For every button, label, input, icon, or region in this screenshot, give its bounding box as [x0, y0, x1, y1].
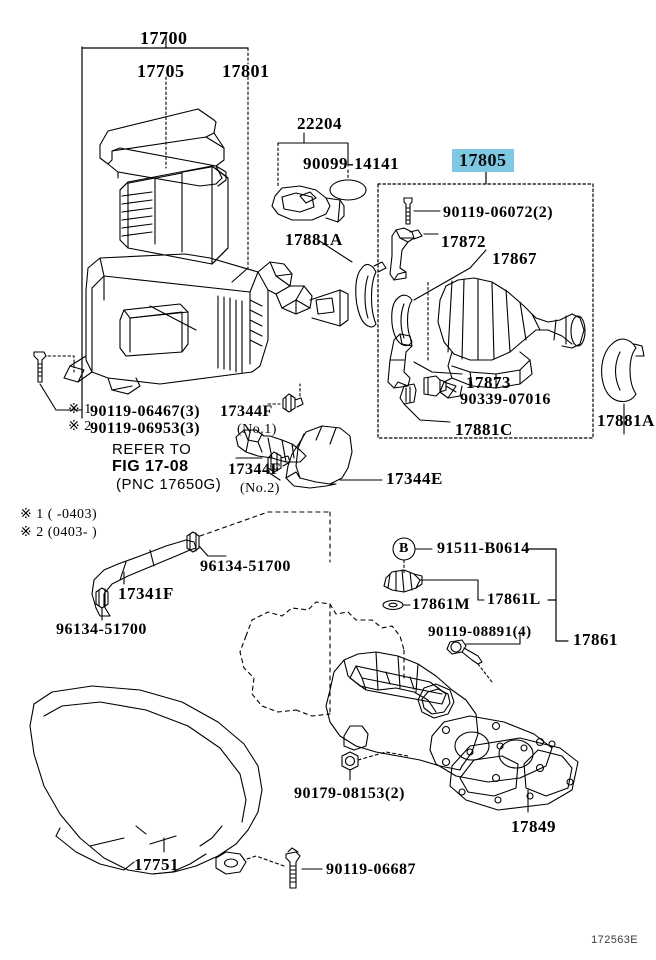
note-refer-line3: (PNC 17650G) [116, 476, 222, 493]
dash-outline-engine [199, 511, 405, 717]
label-17861: 17861 [573, 630, 618, 649]
label-17861L: 17861L [487, 591, 541, 608]
label-90099-14141: 90099-14141 [303, 154, 400, 173]
label-17705: 17705 [137, 61, 185, 81]
air-hose-17867 [437, 277, 586, 361]
footer-code: 172563E [591, 934, 638, 946]
bracket-17861 [527, 548, 569, 642]
label-17872: 17872 [441, 232, 486, 251]
label-17344F-no2: 17344F [228, 461, 281, 478]
bracket-17700 [81, 35, 249, 419]
gasket-17861M [382, 599, 404, 611]
note-refer-line2: FIG 17-08 [112, 458, 189, 475]
label-mark1-screw: ※ 1 [68, 402, 92, 417]
label-17849: 17849 [511, 817, 556, 836]
label-90119-06072: 90119-06072(2) [443, 204, 554, 221]
label-90339-07016: 90339-07016 [460, 391, 551, 408]
clamp-17344F-no1 [282, 393, 304, 413]
leader-17344F-2 [267, 471, 281, 481]
dash-08891 [477, 663, 493, 683]
label-17700: 17700 [140, 28, 188, 48]
label-17801: 17801 [222, 61, 270, 81]
bracket-17872 [389, 227, 423, 281]
label-17344F-no2-sub: (No.2) [240, 481, 280, 496]
case-outlet-neck [257, 261, 349, 327]
leader-17881A-left [317, 239, 353, 263]
label-17867: 17867 [492, 249, 537, 268]
label-90119-06687: 90119-06687 [326, 861, 416, 878]
screw-90119-06687 [285, 847, 301, 889]
oring-90099-14141 [329, 179, 367, 201]
leader-96134-top [198, 545, 227, 557]
label-mark2-screw: ※ 2 [68, 419, 92, 434]
label-17881C: 17881C [455, 420, 513, 439]
highlighted-part-17805[interactable]: 17805 [452, 149, 514, 172]
leader-17873 [413, 361, 463, 375]
leader-90119-08891-line [465, 633, 521, 645]
label-17344E: 17344E [386, 469, 443, 488]
label-17881A-right: 17881A [597, 411, 655, 430]
hose-17344E [285, 425, 353, 489]
clamp-17344F-no2 [267, 451, 291, 473]
bolt-90119-06072 [403, 197, 413, 225]
label-91511-B0614: 91511-B0614 [437, 540, 530, 557]
label-90119-06467: 90119-06467(3) [90, 403, 201, 420]
label-17873: 17873 [466, 373, 511, 392]
bracket-22204 [277, 132, 349, 187]
dash-screw [47, 355, 75, 373]
note-refer-line1: REFER TO [112, 441, 192, 458]
leader-17861L-top [419, 579, 479, 601]
leader-17867 [413, 249, 487, 301]
screw-90119-06467 [33, 351, 47, 383]
label-17341F: 17341F [118, 584, 174, 603]
leader-17881C [403, 403, 451, 423]
clamp-inner [391, 294, 413, 347]
dash-06687 [243, 855, 285, 867]
label-17344F-no1-sub: (No.1) [237, 422, 277, 437]
dash-90179 [357, 751, 409, 761]
leader-90339 [445, 385, 457, 393]
bracket-17873 [387, 333, 413, 389]
label-17861M: 17861M [412, 596, 471, 613]
intake-manifold [325, 651, 553, 783]
nut-90179-08153 [341, 751, 359, 771]
label-22204: 22204 [297, 114, 342, 133]
leader-17801 [231, 267, 249, 283]
label-17751: 17751 [134, 855, 179, 874]
air-cleaner-case [63, 253, 269, 395]
label-17881A-left: 17881A [285, 230, 343, 249]
bracket-17861L [383, 569, 423, 593]
engine-cover-17751 [29, 685, 263, 875]
clamp-96134-top [186, 531, 200, 553]
clamp-96134-bot [95, 587, 109, 609]
label-96134-51700-bot: 96134-51700 [56, 621, 147, 638]
gasket-17849 [449, 737, 579, 811]
air-cleaner-cap [99, 108, 227, 187]
maf-sensor-22204 [271, 185, 345, 223]
label-90119-08891: 90119-08891(4) [428, 624, 532, 640]
label-17344F-no1: 17344F [220, 403, 273, 420]
note-mark2: ※ 2 (0403- ) [20, 525, 98, 540]
label-96134-51700-top: 96134-51700 [200, 558, 291, 575]
clamp-17881A-right [601, 338, 645, 403]
hose-mount-block [439, 351, 533, 399]
bolt-90119-08891 [446, 639, 483, 665]
clamp-17881A-left [355, 261, 387, 328]
clip-17881C [399, 383, 417, 405]
label-90179-08153: 90179-08153(2) [294, 785, 405, 802]
bracket-17705-17801 [165, 47, 249, 269]
air-cleaner-element [119, 165, 229, 265]
leader-screws [39, 383, 83, 411]
note-mark1: ※ 1 ( -0403) [20, 507, 98, 522]
callout-letter-b: B [399, 541, 409, 556]
label-90119-06953: 90119-06953(3) [90, 420, 201, 437]
